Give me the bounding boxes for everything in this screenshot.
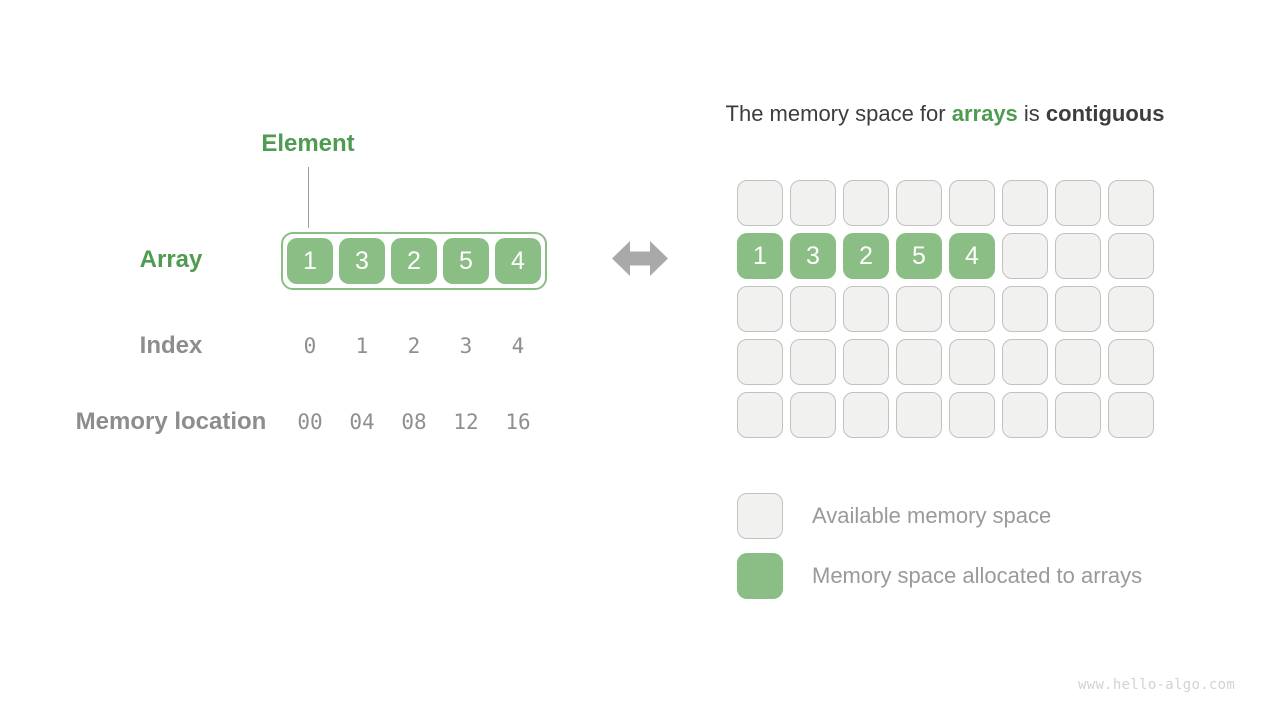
- memory-cell-available: [1002, 233, 1048, 279]
- available-memory-swatch: [737, 493, 783, 539]
- memory-cell-available: [843, 339, 889, 385]
- title-emphasis-contiguous: contiguous: [1045, 101, 1165, 126]
- memory-cell-available: [737, 286, 783, 332]
- value-cell: 0: [303, 334, 317, 358]
- legend-label: Memory space allocated to arrays: [812, 563, 1143, 588]
- title-middle: is: [1017, 101, 1046, 126]
- array-cell: 3: [339, 238, 385, 284]
- title-prefix: The memory space for: [725, 101, 952, 126]
- allocated-memory-swatch: [737, 553, 783, 599]
- memory-cell-available: [1002, 180, 1048, 226]
- memory-cell-available: [896, 339, 942, 385]
- memory-cell-available: [949, 392, 995, 438]
- memory-cell-available: [949, 286, 995, 332]
- memory-cell-allocated: 5: [896, 233, 942, 279]
- array-cell: 5: [443, 238, 489, 284]
- memory-cell-allocated: 4: [949, 233, 995, 279]
- memory-cell-available: [737, 339, 783, 385]
- value-cell: 2: [407, 334, 421, 358]
- value-cell: 4: [511, 334, 525, 358]
- memory-cell-available: [949, 339, 995, 385]
- memory-cell-available: [790, 180, 836, 226]
- memory-cell-available: [737, 180, 783, 226]
- legend-label: Available memory space: [812, 503, 1052, 528]
- value-cell: 3: [459, 334, 473, 358]
- memory-cell-available: [1055, 286, 1101, 332]
- memory-cell-available: [1108, 339, 1154, 385]
- memory-cell-available: [1108, 286, 1154, 332]
- title-highlight-arrays: arrays: [951, 101, 1018, 126]
- value-cell: 08: [401, 410, 427, 434]
- memory-cell-available: [1002, 286, 1048, 332]
- value-cell: 12: [453, 410, 479, 434]
- double-arrow-icon: [612, 240, 668, 277]
- index-values-row: 0 1 2 3 4: [287, 334, 541, 358]
- memory-cell-allocated: 1: [737, 233, 783, 279]
- memory-cell-available: [790, 392, 836, 438]
- memory-cell-allocated: 3: [790, 233, 836, 279]
- memory-cell-available: [949, 180, 995, 226]
- array-cell: 2: [391, 238, 437, 284]
- memory-cell-available: [1002, 339, 1048, 385]
- memory-cell-available: [843, 286, 889, 332]
- element-label: Element: [261, 130, 355, 157]
- array-cell: 4: [495, 238, 541, 284]
- array-cell: 1: [287, 238, 333, 284]
- memory-cell-available: [896, 392, 942, 438]
- memory-cell-available: [1108, 392, 1154, 438]
- memory-cell-available: [1055, 180, 1101, 226]
- memory-location-values-row: 00 04 08 12 16: [287, 410, 541, 434]
- memory-cell-available: [896, 286, 942, 332]
- memory-cell-available: [1108, 180, 1154, 226]
- memory-cell-allocated: 2: [843, 233, 889, 279]
- memory-cell-available: [1055, 392, 1101, 438]
- memory-cell-available: [843, 392, 889, 438]
- memory-cell-available: [843, 180, 889, 226]
- array-label: Array: [139, 246, 203, 273]
- memory-cell-available: [790, 286, 836, 332]
- memory-cell-available: [896, 180, 942, 226]
- element-connector-line: [308, 167, 309, 228]
- memory-cell-available: [1055, 233, 1101, 279]
- memory-cell-available: [1055, 339, 1101, 385]
- value-cell: 16: [505, 410, 531, 434]
- value-cell: 04: [349, 410, 375, 434]
- legend: Available memory space Memory space allo…: [737, 493, 1142, 613]
- memory-location-label: Memory location: [75, 408, 267, 435]
- memory-cell-available: [737, 392, 783, 438]
- memory-cell-available: [1002, 392, 1048, 438]
- value-cell: 1: [355, 334, 369, 358]
- index-label: Index: [139, 332, 203, 359]
- value-cell: 00: [297, 410, 323, 434]
- diagram-title: The memory space for arrays is contiguou…: [726, 101, 1165, 127]
- legend-item-allocated: Memory space allocated to arrays: [737, 553, 1142, 599]
- memory-cell-available: [1108, 233, 1154, 279]
- memory-cell-available: [790, 339, 836, 385]
- watermark: www.hello-algo.com: [1078, 677, 1236, 693]
- legend-item-available: Available memory space: [737, 493, 1142, 539]
